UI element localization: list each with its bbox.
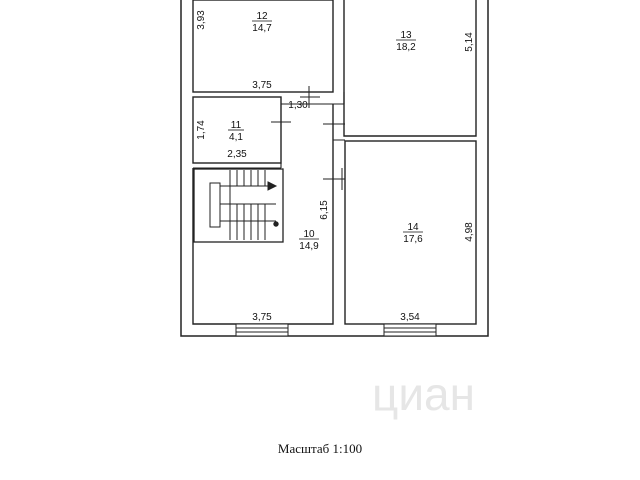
room-12-label: 12 14,7 xyxy=(252,11,272,34)
svg-text:11: 11 xyxy=(231,120,242,131)
dim-r11-width: 2,35 xyxy=(227,149,247,160)
svg-text:18,2: 18,2 xyxy=(396,42,416,53)
dim-r10-height: 6,15 xyxy=(319,200,330,220)
svg-text:13: 13 xyxy=(400,30,412,41)
dim-r13-height: 5,14 xyxy=(464,32,475,52)
dim-r14-width: 3,54 xyxy=(400,312,420,323)
staircase xyxy=(193,168,284,243)
room-13-label: 13 18,2 xyxy=(396,30,416,53)
room-10-label: 10 14,9 xyxy=(299,229,319,252)
svg-text:10: 10 xyxy=(303,229,315,240)
svg-text:14,7: 14,7 xyxy=(252,23,272,34)
dim-r10-width: 3,75 xyxy=(252,312,272,323)
outer-walls xyxy=(180,0,489,337)
dim-corridor-width: 1,30 xyxy=(288,100,308,111)
window-right xyxy=(383,323,437,337)
scale-label: Масштаб 1:100 xyxy=(278,441,362,456)
dim-r11-height: 1,74 xyxy=(196,120,207,140)
room-10-outline xyxy=(192,104,334,325)
room-13-outline xyxy=(343,0,477,137)
svg-text:14,9: 14,9 xyxy=(299,241,319,252)
dim-r12-height: 3,93 xyxy=(196,10,207,30)
svg-text:17,6: 17,6 xyxy=(403,234,423,245)
window-left xyxy=(235,323,289,337)
door-markers xyxy=(271,86,345,190)
dim-r14-height: 4,98 xyxy=(464,222,475,242)
svg-text:4,1: 4,1 xyxy=(229,132,243,143)
watermark-text: циан xyxy=(372,368,475,420)
room-11-label: 11 4,1 xyxy=(228,120,244,143)
dim-r12-width: 3,75 xyxy=(252,80,272,91)
room-14-label: 14 17,6 xyxy=(403,222,423,245)
svg-text:14: 14 xyxy=(407,222,419,233)
room-12-outline xyxy=(192,0,334,93)
svg-text:12: 12 xyxy=(256,11,268,22)
